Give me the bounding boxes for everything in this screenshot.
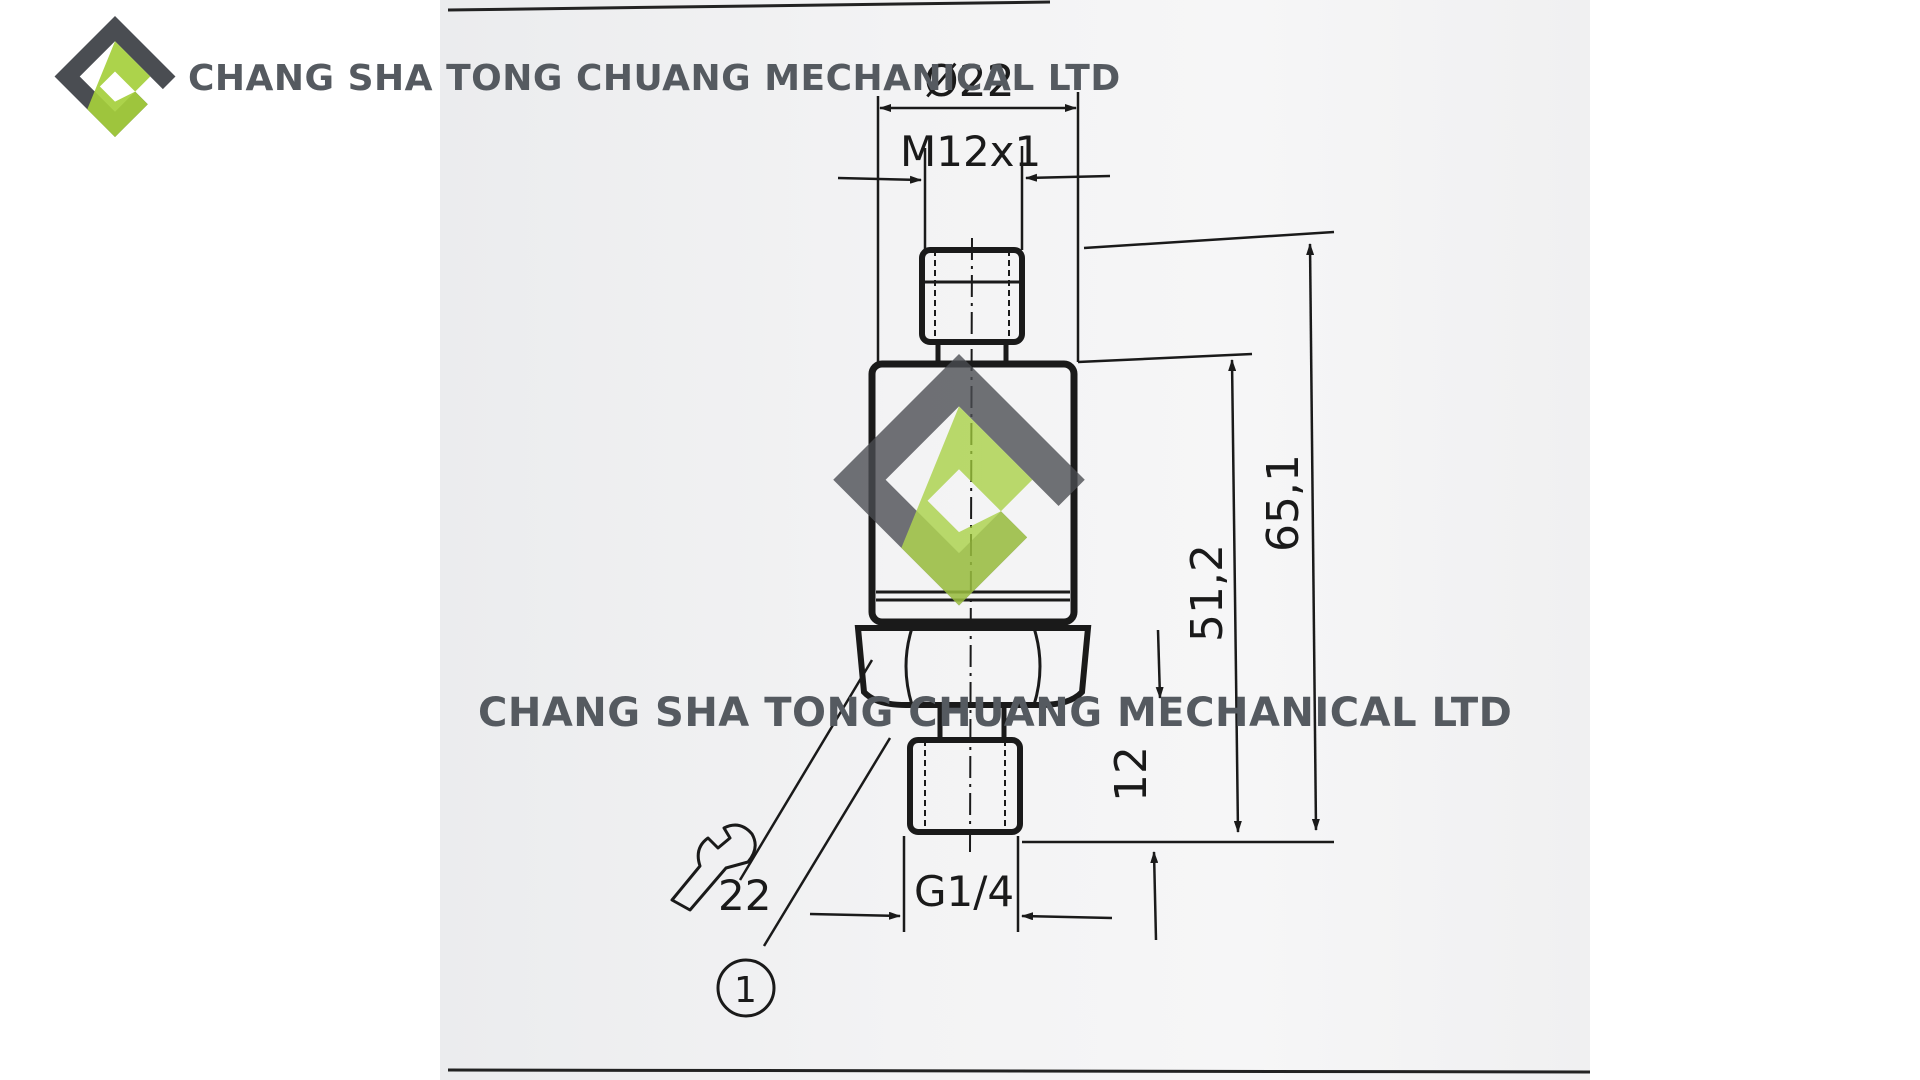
page-border-bottom	[447, 1068, 1591, 1074]
watermark-company: CHANG SHA TONG CHUANG MECHANICAL LTD	[478, 690, 1513, 736]
dim-diameter: Ø22	[924, 56, 1015, 107]
dim-thread-top: M12x1	[900, 127, 1041, 176]
dim-wrench-size: 22	[718, 871, 771, 920]
wrench-icon	[670, 823, 757, 912]
dim-thread-length: 12	[1106, 746, 1157, 802]
dim-thread-bottom: G1/4	[914, 867, 1014, 916]
page-border-top	[447, 0, 1051, 12]
dimension-lines	[809, 104, 1320, 941]
extension-lines	[876, 92, 1335, 932]
watermark-company-top: CHANG SHA TONG CHUANG MECHANICAL LTD	[188, 58, 1121, 99]
leader-lines	[738, 659, 892, 947]
dim-height-body: 51,2	[1182, 544, 1233, 642]
tc-diamond-logo-icon	[54, 16, 176, 137]
tc-diamond-logo-icon	[833, 354, 1085, 606]
callout-circle	[716, 958, 776, 1018]
callout-number: 1	[734, 970, 757, 1011]
dim-height-total: 65,1	[1258, 454, 1309, 552]
sensor-outline	[854, 247, 1092, 835]
